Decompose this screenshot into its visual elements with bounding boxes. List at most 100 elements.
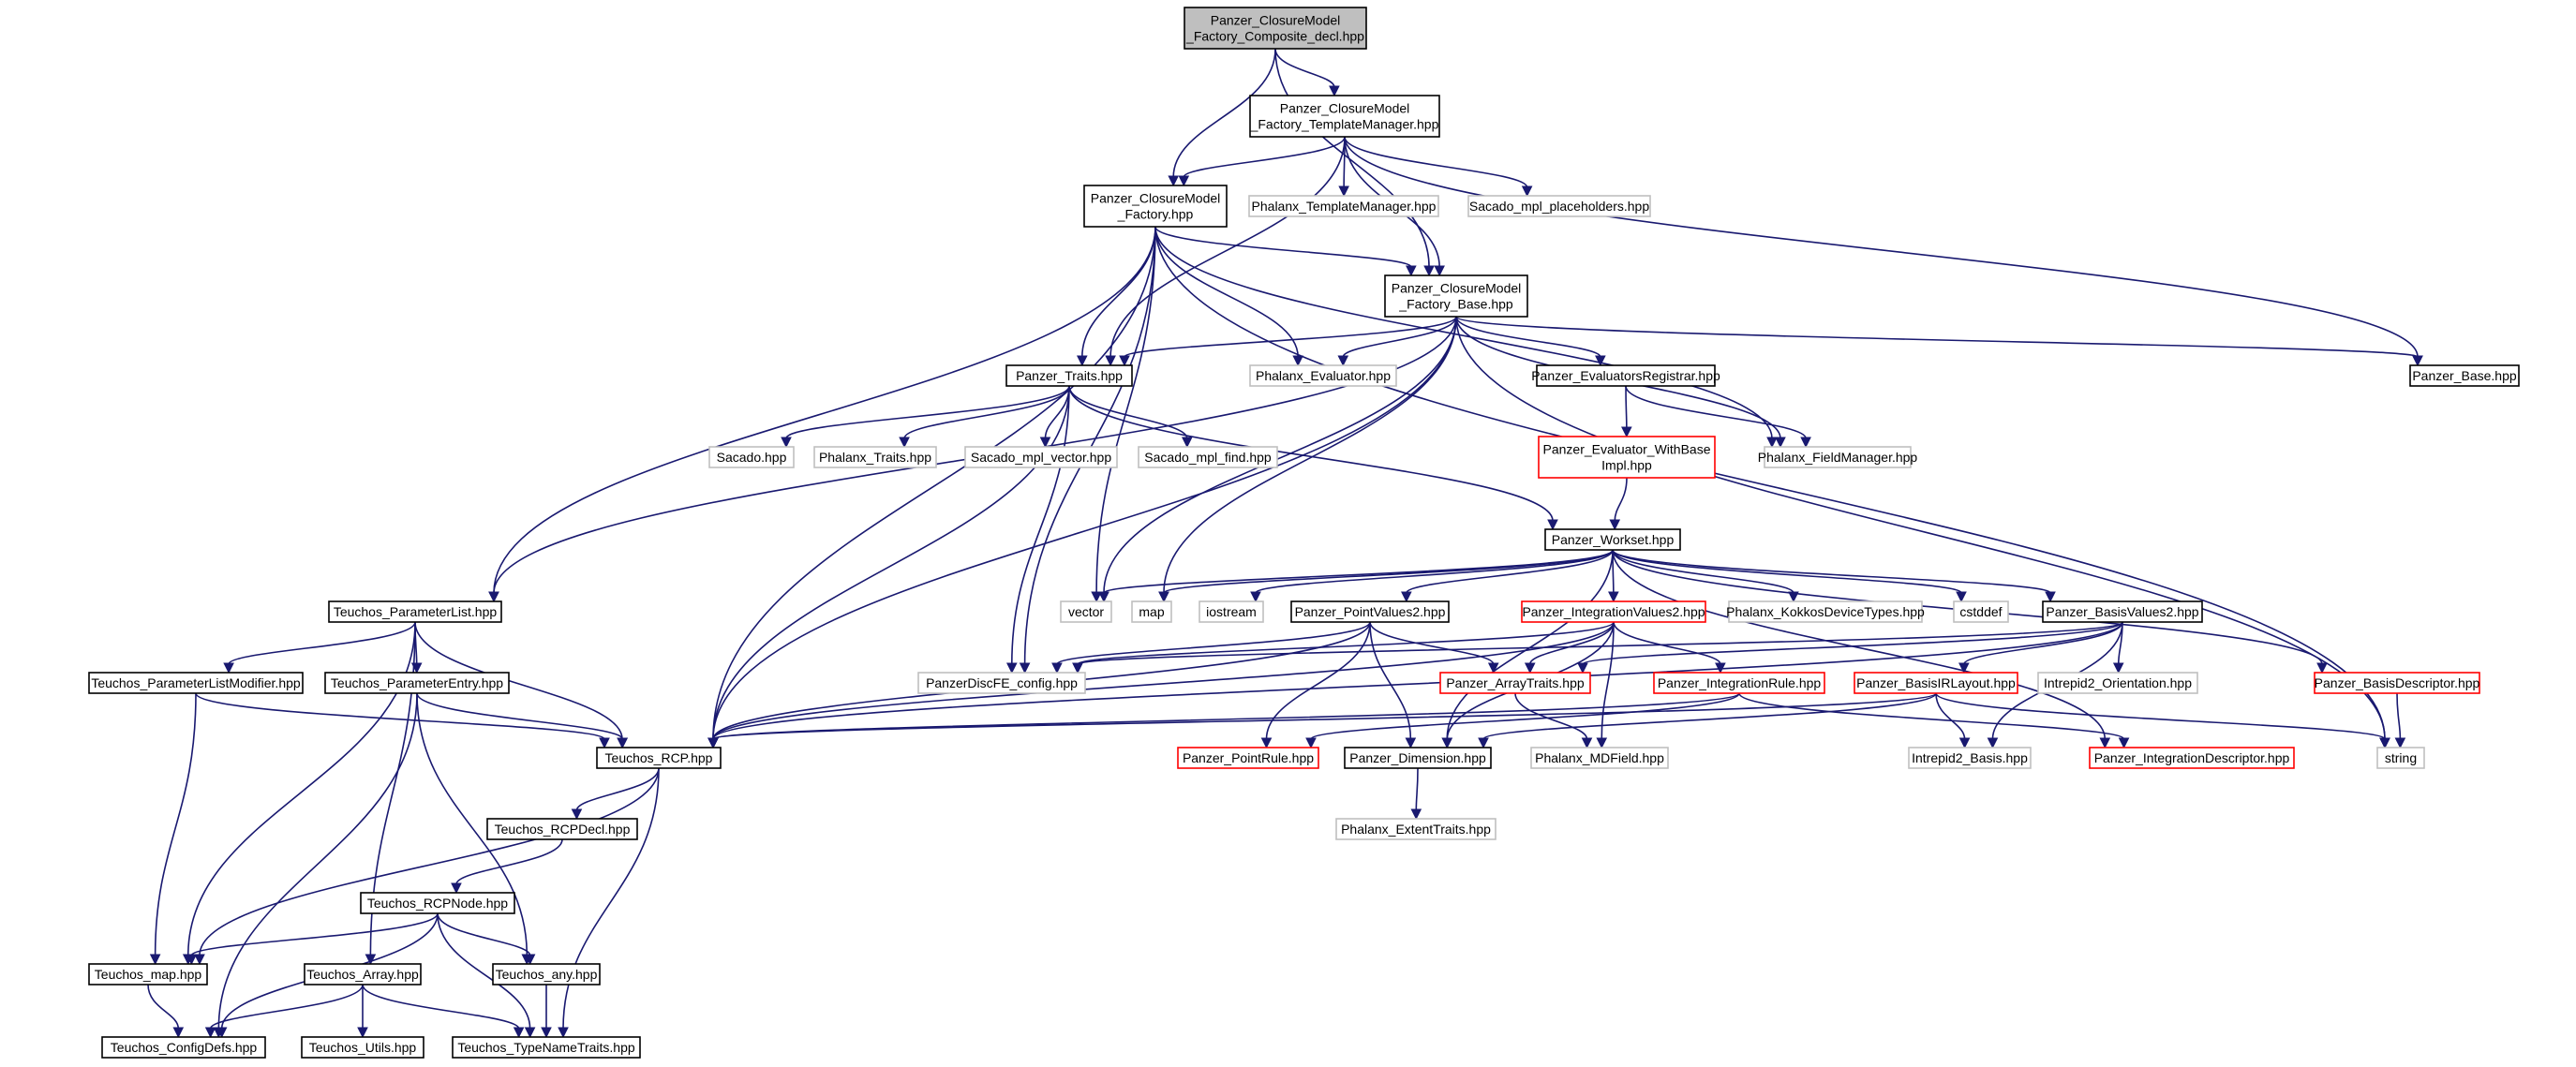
node-box xyxy=(964,446,1118,468)
node-phx-fm[interactable]: Phalanx_FieldManager.hpp xyxy=(1758,446,1918,468)
edge-line xyxy=(1482,692,1937,740)
node-dim[interactable]: Panzer_Dimension.hpp xyxy=(1344,747,1492,769)
node-sacado-ph[interactable]: Sacado_mpl_placeholders.hpp xyxy=(1467,195,1651,217)
node-phx-traits[interactable]: Phalanx_Traits.hpp xyxy=(813,446,937,468)
node-panzer-base[interactable]: Panzer_Base.hpp xyxy=(2409,364,2520,387)
arrowhead xyxy=(1250,591,1261,603)
node-label: Panzer_ArrayTraits.hpp xyxy=(1446,675,1585,690)
edge-line xyxy=(1103,316,1457,594)
node-sacado-vec[interactable]: Sacado_mpl_vector.hpp xyxy=(964,446,1118,468)
node-box xyxy=(301,1036,424,1059)
node-plmod[interactable]: Teuchos_ParameterListModifier.hpp xyxy=(88,672,304,694)
node-label: map xyxy=(1139,604,1164,619)
node-birl[interactable]: Panzer_BasisIRLayout.hpp xyxy=(1854,672,2018,694)
edge-workset-to-map xyxy=(1158,549,1614,603)
node-intrepid-or[interactable]: Intrepid2_Orientation.hpp xyxy=(2037,672,2198,694)
arrowhead xyxy=(2379,737,2390,749)
node-cstddef[interactable]: cstddef xyxy=(1953,600,2009,623)
node-rcpnode[interactable]: Teuchos_RCPNode.hpp xyxy=(360,892,515,914)
edge-line xyxy=(1310,692,1740,740)
node-rcpdecl[interactable]: Teuchos_RCPDecl.hpp xyxy=(486,818,638,840)
edge-line xyxy=(362,984,520,1030)
node-kokkos[interactable]: Phalanx_KokkosDeviceTypes.hpp xyxy=(1726,600,1925,623)
arrowhead xyxy=(1987,737,1999,749)
node-box xyxy=(492,963,601,985)
node-vector[interactable]: vector xyxy=(1060,600,1112,623)
arrowhead xyxy=(1401,591,1412,603)
arrowhead xyxy=(1956,591,1967,603)
node-label: _Factory_Base.hpp xyxy=(1398,297,1513,312)
node-bv2[interactable]: Panzer_BasisValues2.hpp xyxy=(2042,600,2203,623)
node-label: Intrepid2_Orientation.hpp xyxy=(2044,675,2192,690)
node-extent[interactable]: Phalanx_ExtentTraits.hpp xyxy=(1335,818,1496,840)
node-label: Teuchos_any.hpp xyxy=(496,967,598,982)
node-intrepid-basis[interactable]: Intrepid2_Basis.hpp xyxy=(1908,747,2032,769)
node-bdesc[interactable]: Panzer_BasisDescriptor.hpp xyxy=(2314,672,2480,694)
arrowhead xyxy=(149,954,161,966)
node-box xyxy=(1467,195,1651,217)
edge-bv2-to-arrtraits xyxy=(1577,621,2123,674)
arrowhead xyxy=(1098,591,1109,603)
node-phx-eval[interactable]: Phalanx_Evaluator.hpp xyxy=(1249,364,1397,387)
node-discfe[interactable]: PanzerDiscFE_config.hpp xyxy=(917,672,1086,694)
edge-pv2-to-discfe xyxy=(1051,621,1371,674)
arrowhead xyxy=(2394,737,2406,749)
arrowhead xyxy=(2099,737,2111,749)
node-traits[interactable]: Panzer_Traits.hpp xyxy=(1005,364,1133,387)
node-root[interactable]: Panzer_ClosureModel_Factory_Composite_de… xyxy=(1184,7,1367,50)
edge-line xyxy=(1154,226,1412,268)
edge-traits-to-phx_traits xyxy=(899,385,1070,449)
node-iv2[interactable]: Panzer_IntegrationValues2.hpp xyxy=(1521,600,1706,623)
edge-line xyxy=(1455,316,2386,740)
node-prule[interactable]: Panzer_PointRule.hpp xyxy=(1177,747,1319,769)
node-label: Panzer_ClosureModel xyxy=(1091,191,1221,206)
arrowhead xyxy=(1405,737,1417,749)
node-mdfield[interactable]: Phalanx_MDField.hpp xyxy=(1530,747,1669,769)
node-tarray[interactable]: Teuchos_Array.hpp xyxy=(304,963,422,985)
edge-line xyxy=(228,621,416,665)
node-irule[interactable]: Panzer_IntegrationRule.hpp xyxy=(1653,672,1825,694)
node-box xyxy=(2409,364,2520,387)
edge-eval_reg-to-eval_wb xyxy=(1621,385,1632,438)
node-cfgdefs[interactable]: Teuchos_ConfigDefs.hpp xyxy=(101,1036,266,1059)
edge-birl-to-string xyxy=(1935,692,2390,749)
node-iostream[interactable]: iostream xyxy=(1199,600,1264,623)
edge-line xyxy=(1274,48,1430,268)
node-plist[interactable]: Teuchos_ParameterList.hpp xyxy=(328,600,502,623)
edge-base-to-eval_reg xyxy=(1455,316,1606,367)
edge-line xyxy=(1612,549,2107,740)
edge-line xyxy=(1342,316,1457,358)
edge-arrtraits-to-mdfield xyxy=(1514,692,1593,749)
node-tmap[interactable]: Teuchos_map.hpp xyxy=(88,963,208,985)
node-map[interactable]: map xyxy=(1131,600,1172,623)
node-pv2[interactable]: Panzer_PointValues2.hpp xyxy=(1290,600,1450,623)
arrowhead xyxy=(599,737,610,749)
node-label: Panzer_Traits.hpp xyxy=(1016,368,1123,383)
arrowhead xyxy=(1051,662,1063,674)
node-tutils[interactable]: Teuchos_Utils.hpp xyxy=(301,1036,424,1059)
node-sacado-find[interactable]: Sacado_mpl_find.hpp xyxy=(1138,446,1278,468)
node-string[interactable]: string xyxy=(2376,747,2425,769)
node-pentry[interactable]: Teuchos_ParameterEntry.hpp xyxy=(324,672,510,694)
node-phx-tm[interactable]: Phalanx_TemplateManager.hpp xyxy=(1248,195,1439,217)
edge-line xyxy=(1163,549,1614,594)
node-idesc[interactable]: Panzer_IntegrationDescriptor.hpp xyxy=(2089,747,2295,769)
node-tany[interactable]: Teuchos_any.hpp xyxy=(492,963,601,985)
node-eval-reg[interactable]: Panzer_EvaluatorsRegistrar.hpp xyxy=(1531,364,1720,387)
edge-line xyxy=(1612,549,2051,594)
node-tnt[interactable]: Teuchos_TypeNameTraits.hpp xyxy=(452,1036,641,1059)
node-base[interactable]: Panzer_ClosureModel_Factory_Base.hpp xyxy=(1384,274,1528,318)
node-arrtraits[interactable]: Panzer_ArrayTraits.hpp xyxy=(1439,672,1591,694)
edge-line xyxy=(2396,692,2402,740)
node-workset[interactable]: Panzer_Workset.hpp xyxy=(1544,528,1681,551)
node-factory[interactable]: Panzer_ClosureModel_Factory.hpp xyxy=(1083,185,1228,228)
node-label: Panzer_PointValues2.hpp xyxy=(1295,604,1446,619)
node-tmgr[interactable]: Panzer_ClosureModel_Factory_TemplateMana… xyxy=(1249,95,1440,138)
node-rcp[interactable]: Teuchos_RCP.hpp xyxy=(596,747,722,769)
edge-pv2-to-arrtraits xyxy=(1369,621,1499,674)
node-box xyxy=(452,1036,641,1059)
edge-line xyxy=(712,621,1615,740)
node-sacado[interactable]: Sacado.hpp xyxy=(708,446,795,468)
arrowhead xyxy=(524,1027,536,1039)
